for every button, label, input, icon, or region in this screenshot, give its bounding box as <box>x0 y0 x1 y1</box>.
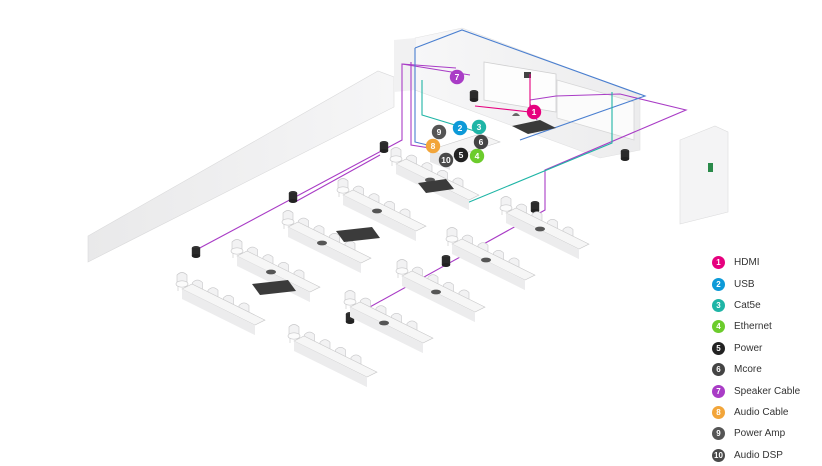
table-side <box>402 276 475 323</box>
legend-item-usb: 2 USB <box>712 273 817 294</box>
legend-item-hdmi: 1 HDMI <box>712 252 817 273</box>
table-group <box>336 178 427 242</box>
legend-item-power-amp: 9 Power Amp <box>712 423 817 444</box>
legend-badge: 9 <box>712 427 725 441</box>
legend-item-power: 5 Power <box>712 338 817 359</box>
table-microphone <box>266 269 276 275</box>
legend-badge: 2 <box>712 277 725 291</box>
cable-legend: 1 HDMI 2 USB 3 Cat5e 4 Ethernet 5 Power 6 Mcor… <box>712 252 817 466</box>
svg-text:5: 5 <box>459 150 464 160</box>
legend-item-mcore: 6 Mcore <box>712 359 817 380</box>
table-side <box>343 195 416 242</box>
legend-label: Power Amp <box>734 428 786 440</box>
svg-text:6: 6 <box>479 137 484 147</box>
svg-text:8: 8 <box>431 141 436 151</box>
table-side <box>350 307 423 354</box>
marker-ethernet: 4 <box>469 148 485 164</box>
table-microphone <box>379 320 389 326</box>
legend-item-speaker-cable: 7 Speaker Cable <box>712 380 817 401</box>
table-group <box>499 196 590 260</box>
table-microphone <box>431 289 441 295</box>
svg-text:7: 7 <box>455 72 460 82</box>
svg-text:3: 3 <box>477 122 482 132</box>
legend-label: HDMI <box>734 257 760 269</box>
table-microphone <box>481 257 491 263</box>
table-group <box>281 210 372 274</box>
table-display <box>336 227 380 242</box>
marker-audio-cable: 8 <box>425 138 441 154</box>
table-top <box>505 207 590 250</box>
marker-audio-dsp: 10 <box>438 152 454 168</box>
legend-label: Audio DSP <box>734 449 783 461</box>
table-microphone <box>535 226 545 232</box>
legend-label: USB <box>734 278 755 290</box>
legend-label: Ethernet <box>734 321 772 333</box>
legend-label: Cat5e <box>734 299 761 311</box>
legend-label: Audio Cable <box>734 406 789 418</box>
legend-label: Mcore <box>734 364 762 376</box>
table-side <box>182 289 255 336</box>
legend-badge: 1 <box>712 256 725 270</box>
table-group <box>175 272 266 336</box>
table-group <box>287 324 378 388</box>
svg-text:4: 4 <box>475 151 480 161</box>
student-tables <box>175 147 590 388</box>
marker-hdmi: 1 <box>526 104 542 120</box>
marker-speaker-cable: 7 <box>449 69 465 85</box>
marker-power: 5 <box>453 147 469 163</box>
table-side <box>452 244 525 291</box>
table-microphone <box>317 240 327 246</box>
svg-text:9: 9 <box>437 127 442 137</box>
table-display <box>252 280 296 295</box>
marker-usb: 2 <box>452 120 468 136</box>
legend-badge: 7 <box>712 384 725 398</box>
legend-badge: 3 <box>712 298 725 312</box>
legend-item-audio-cable: 8 Audio Cable <box>712 402 817 423</box>
svg-text:1: 1 <box>532 107 537 117</box>
marker-mcore: 6 <box>473 134 489 150</box>
marker-power-amp: 9 <box>431 124 447 140</box>
legend-badge: 8 <box>712 405 725 419</box>
svg-text:10: 10 <box>441 155 451 165</box>
legend-label: Power <box>734 342 763 354</box>
table-side <box>294 341 367 388</box>
legend-badge: 5 <box>712 341 725 355</box>
legend-label: Speaker Cable <box>734 385 801 397</box>
legend-item-cat5e: 3 Cat5e <box>712 295 817 316</box>
legend-badge: 10 <box>712 448 725 462</box>
table-side <box>506 213 579 260</box>
legend-badge: 6 <box>712 363 725 377</box>
legend-badge: 4 <box>712 320 725 334</box>
legend-item-audio-dsp: 10 Audio DSP <box>712 445 817 466</box>
table-group <box>445 227 536 291</box>
cable-markers: 1 2 3 4 5 6 7 8 9 10 <box>425 69 542 168</box>
table-side <box>288 227 361 274</box>
svg-text:2: 2 <box>458 123 463 133</box>
table-display <box>418 179 454 193</box>
marker-cat5e: 3 <box>471 119 487 135</box>
table-group <box>343 290 434 354</box>
table-microphone <box>372 208 382 214</box>
legend-item-ethernet: 4 Ethernet <box>712 316 817 337</box>
table-group <box>395 259 486 323</box>
